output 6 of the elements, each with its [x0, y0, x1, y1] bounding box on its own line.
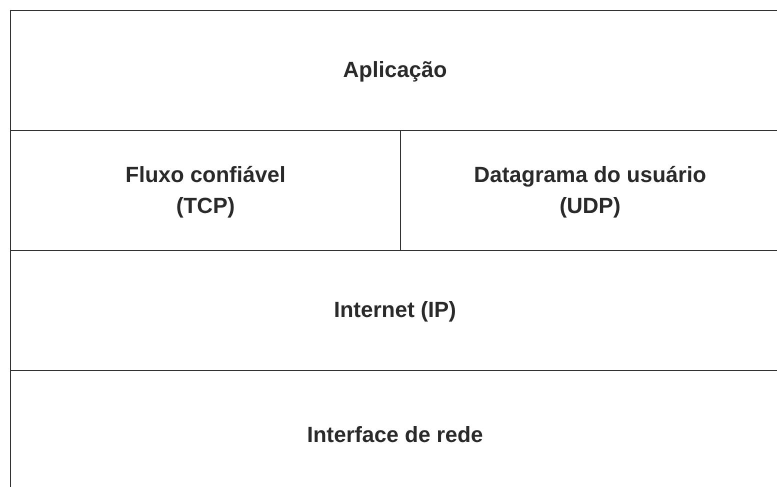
layer-box [10, 10, 777, 131]
layer-label: Aplicação [343, 56, 447, 84]
layer-label: Interface de rede [306, 420, 484, 449]
layer-label: Datagrama do usuário (UDP) [472, 160, 708, 220]
layer-label: Fluxo confiável (TCP) [124, 160, 287, 220]
layer-label: Internet (IP) [334, 296, 456, 324]
